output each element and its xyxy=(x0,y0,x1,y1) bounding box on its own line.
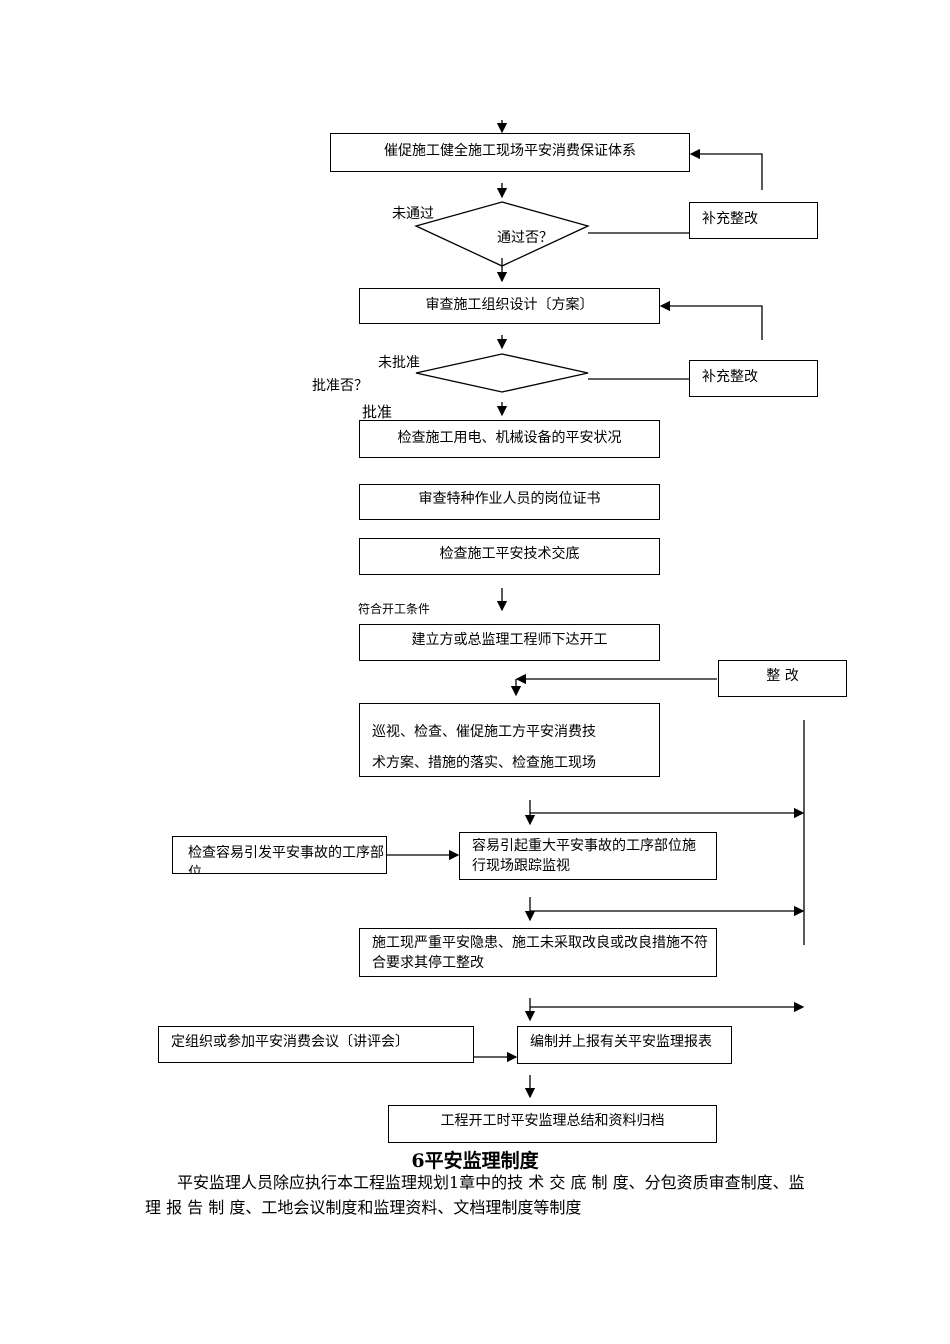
step-box-stop-work: 施工现严重平安隐患、施工未采取改良或改良措施不符合要求其停工整改 xyxy=(359,928,717,977)
step-box-technical-briefing: 检查施工平安技术交底 xyxy=(359,538,660,575)
side-box-check-processes: 检查容易引发平安事故的工序部位 xyxy=(172,836,387,874)
inspection-line-1: 巡视、检查、催促施工方平安消费技 xyxy=(372,724,596,740)
step-box-summary-archive: 工程开工时平安监理总结和资料归档 xyxy=(388,1105,717,1143)
label-not-approved: 未批准 xyxy=(378,355,420,371)
step-box-construction-design: 审查施工组织设计〔方案〕 xyxy=(359,288,660,324)
step-box-report: 编制并上报有关平安监理报表 xyxy=(517,1026,732,1064)
side-box-safety-meeting: 定组织或参加平安消费会议〔讲评会〕 xyxy=(158,1026,474,1063)
fix-box-3: 整 改 xyxy=(718,660,847,697)
section-title: 6平安监理制度 xyxy=(411,1150,539,1172)
inspection-line-2: 术方案、措施的落实、检查施工现场 xyxy=(372,755,596,771)
step-box-start-order: 建立方或总监理工程师下达开工 xyxy=(359,624,660,661)
label-approved: 批准 xyxy=(362,403,393,421)
step-box-safety-system: 催促施工健全施工现场平安消费保证体系 xyxy=(330,133,690,172)
step-box-electric-equipment: 检查施工用电、机械设备的平安状况 xyxy=(359,420,660,458)
decision-label-passed: 通过否？ xyxy=(497,230,553,246)
label-start-condition: 符合开工条件 xyxy=(358,602,431,616)
decision-label-approved: 批准否？ xyxy=(312,378,368,394)
step-box-certificates: 审查特种作业人员的岗位证书 xyxy=(359,484,660,520)
label-not-passed: 未通过 xyxy=(392,206,434,222)
section-paragraph: 平安监理人员除应执行本工程监理规划1章中的技 术 交 底 制 度、分包资质审查制… xyxy=(145,1173,805,1217)
decision-diamond-2 xyxy=(415,353,589,393)
step-box-tracking: 容易引起重大平安事故的工序部位施行现场跟踪监视 xyxy=(459,832,717,880)
step-box-inspection: 巡视、检查、催促施工方平安消费技 术方案、措施的落实、检查施工现场 xyxy=(359,703,660,777)
fix-box-2: 补充整改 xyxy=(689,360,818,397)
fix-box-1: 补充整改 xyxy=(689,202,818,239)
